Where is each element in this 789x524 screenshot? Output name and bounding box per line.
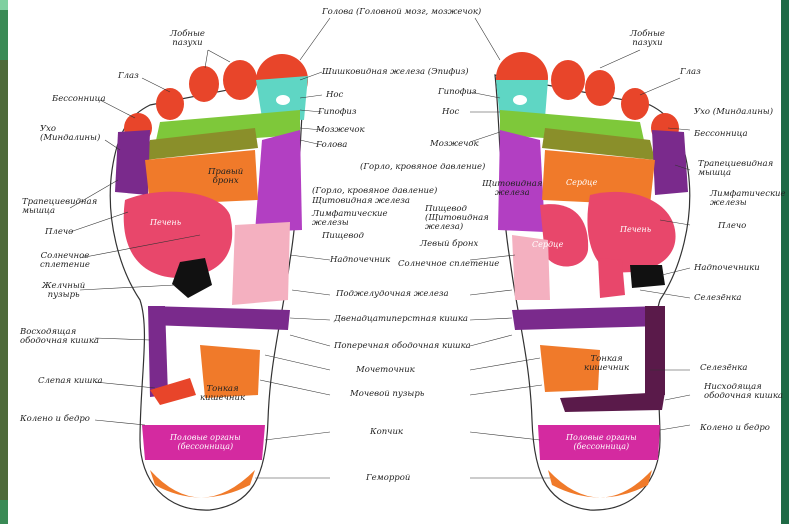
label-ureter: Мочеточник [356, 366, 415, 375]
label-sinuses-right: Лобные пазухи [630, 30, 665, 48]
left-ascending-colon [148, 306, 168, 397]
label-trapezius-left: Трапециевидная мышца [22, 198, 97, 216]
label-spleen-2: Селезёнка [700, 364, 747, 373]
label-eye-left: Глаз [118, 72, 139, 81]
label-nose-left: Нос [326, 91, 343, 100]
label-ascending: Восходящая ободочная кишка [20, 328, 99, 346]
label-head: Голова (Головной мозг, мозжечок) [322, 8, 481, 17]
label-heart-in: Сердце [532, 240, 563, 249]
label-small-int-left: Тонкая кишечник [200, 385, 245, 403]
label-nose-right: Нос [442, 108, 459, 117]
label-liver: Печень [150, 218, 181, 227]
label-thyroid-in: Щитовидная железа [482, 180, 542, 198]
label-hypophysis-left: Гипофиз [318, 108, 356, 117]
right-descending-colon [645, 306, 665, 395]
label-trapezius-right: Трапециевидная мышца [698, 160, 773, 178]
right-pituitary-spot [513, 95, 527, 105]
label-eye-right: Глаз [680, 68, 701, 77]
label-transverse: Поперечная ободочная кишка [334, 342, 471, 351]
right-black-adrenal [630, 265, 665, 288]
label-descending: Нисходящая ободочная кишка [704, 383, 783, 401]
label-cerebellum-left: Мозжечок [316, 126, 365, 135]
label-solar-left: Солнечное сплетение [40, 252, 90, 270]
label-shoulder-right: Плечо [718, 222, 746, 231]
label-sinuses-left: Лобные пазухи [170, 30, 205, 48]
label-left-bronchus: Левый бронх [420, 240, 478, 249]
label-adrenal-left: Надпочечник [330, 256, 390, 265]
label-hypophysis-right: Гипофиз [438, 88, 476, 97]
label-esophagus-right: Пищевод (Щитовидная железа) [425, 205, 489, 232]
label-pancreas: Поджелудочная железа [336, 290, 449, 299]
label-cecum: Слепая кишка [38, 377, 103, 386]
right-toe-2 [551, 60, 585, 100]
label-genitals-right: Половые органы (бессонница) [566, 433, 637, 451]
label-genitals-left: Половые органы (бессонница) [170, 433, 241, 451]
left-ear-zone [115, 130, 150, 195]
label-right-bronchus: Правый бронх [208, 168, 243, 186]
label-spleen: Селезёнка [694, 294, 741, 303]
label-heart: Сердце [566, 178, 597, 187]
right-transverse-colon [512, 306, 665, 330]
label-lymph: Лимфатические железы [312, 210, 388, 228]
left-pituitary-spot [276, 95, 290, 105]
label-liver-right: Печень [620, 225, 651, 234]
left-light-pink-zone [232, 222, 290, 305]
right-adrenal-small [598, 258, 625, 298]
left-toe-2 [223, 60, 257, 100]
label-knee-right: Колено и бедро [700, 424, 770, 433]
label-solar-right: Солнечное сплетение [398, 260, 499, 269]
label-adrenal-right: Надпочечники [694, 264, 760, 273]
label-throat-left-foot: (Горло, кровяное давление) [312, 187, 437, 196]
label-ear-right: Ухо (Миндалины) [694, 108, 773, 117]
right-toe-3 [585, 70, 615, 106]
label-esophagus: Пищевод [322, 232, 364, 241]
right-ear-zone [652, 130, 688, 195]
label-ear-left: Ухо (Миндалины) [40, 125, 100, 143]
label-small-int-right: Тонкая кишечник [584, 355, 629, 373]
label-insomnia-left: Бессонница [52, 95, 106, 104]
left-throat-zone [255, 130, 302, 232]
label-pineal: Шишковидная железа (Эпифиз) [322, 68, 469, 77]
label-head-small: Голова [316, 141, 347, 150]
label-knee-left: Колено и бедро [20, 415, 90, 424]
label-cerebellum-right: Мозжечок [430, 140, 479, 149]
label-gallbladder: Желчный пузырь [42, 282, 85, 300]
label-bladder: Мочевой пузырь [350, 390, 424, 399]
label-lymph-right: Лимфатические железы [710, 190, 786, 208]
left-toe-4 [156, 88, 184, 120]
left-toe-3 [189, 66, 219, 102]
label-throat-right-foot: (Горло, кровяное давление) [360, 163, 485, 172]
label-shoulder-left: Плечо [45, 228, 73, 237]
label-insomnia-right: Бессонница [694, 130, 748, 139]
label-duodenum: Двенадцатиперстная кишка [334, 315, 468, 324]
label-hemorrhoids: Геморрой [366, 474, 410, 483]
label-coccyx: Копчик [370, 428, 403, 437]
label-thyroid: Щитовидная железа [312, 197, 410, 206]
